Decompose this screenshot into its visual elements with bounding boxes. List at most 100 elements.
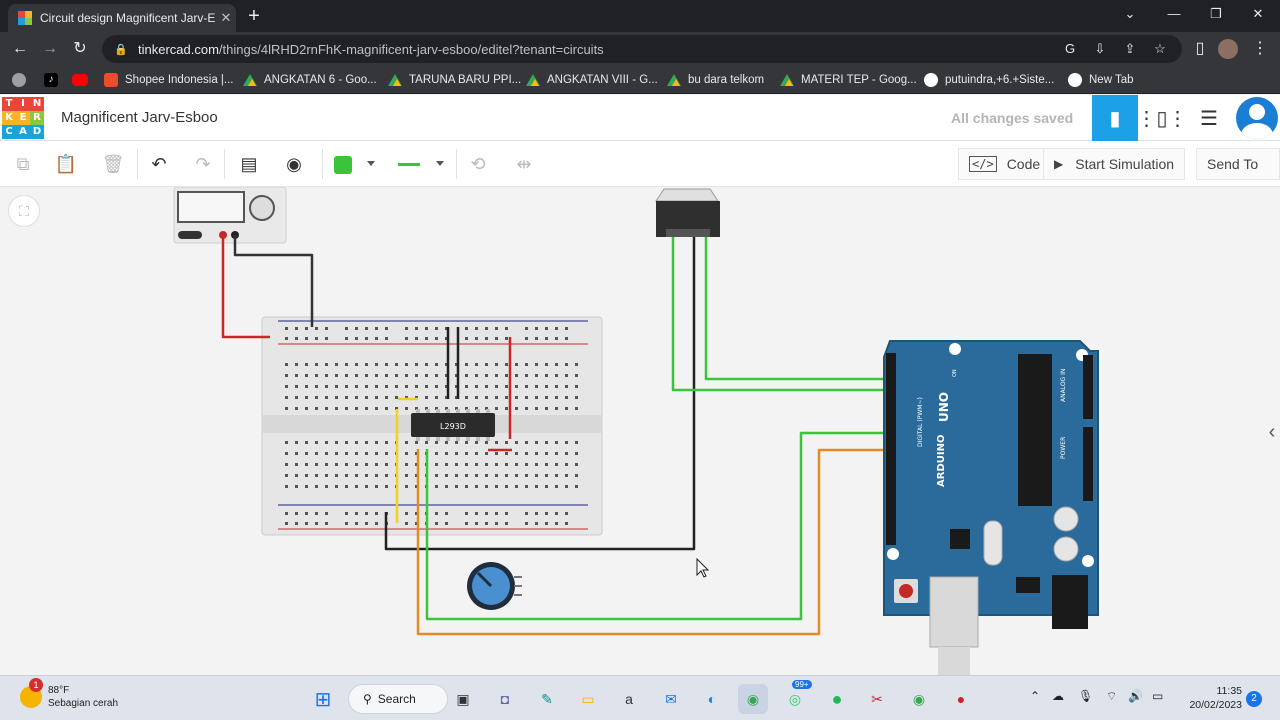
tab-close-icon[interactable]: ✕ [220, 10, 232, 25]
component-list-button[interactable]: ☰ [1186, 95, 1232, 141]
wire-type-dropdown-caret-icon[interactable] [436, 161, 444, 166]
notes-visibility-icon[interactable]: ◉ [286, 153, 302, 174]
wire-type-swatch[interactable] [398, 163, 420, 166]
mail-icon[interactable]: ✉ [665, 690, 677, 707]
bookmark-label: TARUNA BARU PPI... [409, 74, 522, 86]
bookmark-youtube[interactable] [72, 71, 95, 89]
volume-icon[interactable]: 🔊 [1128, 689, 1143, 703]
arduino-on-label: ON [952, 369, 958, 377]
install-app-icon[interactable]: ⇩ [1094, 41, 1106, 56]
wire-color-swatch[interactable] [334, 156, 352, 174]
undo-icon[interactable]: ↶ [151, 153, 167, 174]
wires[interactable] [221, 190, 893, 636]
color-dropdown-caret-icon[interactable] [367, 161, 375, 166]
browser-tab-strip: Circuit design Magnificent Jarv-E ✕ + ⌄ … [0, 0, 1280, 32]
green-wire-2 [704, 231, 893, 381]
bookmark-item[interactable]: TARUNA BARU PPI... [388, 71, 521, 89]
back-arrow-icon[interactable]: ← [12, 40, 28, 57]
bookmark-item[interactable]: New Tab [1068, 71, 1134, 89]
save-status: All changes saved [951, 110, 1074, 126]
notification-badge[interactable]: 2 [1246, 691, 1262, 707]
start-simulation-button[interactable]: ▶ Start Simulation [1043, 148, 1186, 180]
zoom-fit-icon[interactable]: ⛶ [8, 195, 40, 227]
recorder-icon[interactable]: ● [956, 691, 966, 707]
potentiometer[interactable] [467, 562, 522, 610]
arduino-uno[interactable]: ARDUINO UNO DIGITAL (PWM~) ANALOG IN POW… [883, 340, 1099, 675]
paste-icon[interactable]: 📋 [54, 153, 78, 174]
shopee-icon [104, 73, 118, 87]
send-to-button[interactable]: Send To [1196, 148, 1280, 180]
arduino-analog-label: ANALOG IN [1060, 369, 1067, 402]
windows-start-icon[interactable]: ⊞ [314, 688, 332, 711]
amazon-icon[interactable]: a [625, 691, 633, 707]
project-title[interactable]: Magnificent Jarv-Esboo [61, 109, 218, 126]
google-drive-icon [526, 74, 540, 86]
circuit-drawing: L293D [173, 187, 1099, 675]
bookmark-tiktok[interactable]: ♪ [44, 71, 65, 89]
bookmark-chrome-apps[interactable] [12, 71, 33, 89]
bookmark-item[interactable]: bu dara telkom [667, 71, 764, 89]
task-view-icon[interactable]: ▣ [456, 690, 470, 707]
browser-tab-active[interactable]: Circuit design Magnificent Jarv-E ✕ [8, 4, 236, 32]
browser-navbar: ← → ↻ 🔒 tinkercad.com/things/4lRHD2rnFhK… [0, 32, 1280, 66]
tab-search-chevron-icon[interactable]: ⌄ [1124, 6, 1136, 21]
teams-chat-icon[interactable]: ◘ [500, 691, 510, 707]
dc-motor-connector[interactable] [655, 188, 720, 237]
power-supply[interactable] [173, 187, 287, 244]
copy-icon[interactable]: ⧉ [16, 153, 30, 174]
window-close-icon[interactable]: ✕ [1252, 6, 1264, 21]
flip-icon[interactable]: ⇹ [516, 153, 532, 174]
bookmark-star-icon[interactable]: ☆ [1154, 41, 1166, 56]
onedrive-cloud-icon[interactable]: ☁ [1052, 689, 1064, 703]
maximize-icon[interactable]: ❐ [1210, 6, 1222, 21]
bookmark-label: putuindra,+6.+Siste... [945, 74, 1055, 86]
bookmark-item[interactable]: MATERI TEP - Goog... [780, 71, 917, 89]
trash-icon[interactable]: 🗑 [101, 153, 125, 174]
profile-avatar[interactable] [1218, 39, 1238, 59]
taskbar-search[interactable]: ⚲Search [348, 684, 448, 714]
bookmark-item[interactable]: putuindra,+6.+Siste... [924, 71, 1054, 89]
chrome-profile-icon[interactable]: ◉ [912, 690, 926, 707]
tinkercad-logo[interactable]: T I N K E R C A D [2, 97, 44, 139]
code-button[interactable]: </> Code [958, 148, 1052, 180]
share-icon[interactable]: ⇪ [1124, 41, 1136, 56]
lock-icon: 🔒 [114, 43, 128, 56]
browser-menu-icon[interactable]: ⋮ [1252, 40, 1268, 57]
file-explorer-icon[interactable]: ▭ [581, 690, 595, 707]
edge-browser-icon[interactable]: ◐ [707, 691, 717, 707]
bookmark-item[interactable]: ANGKATAN VIII - G... [526, 71, 658, 89]
draw-app-icon[interactable]: ✎ [541, 690, 553, 707]
wifi-icon[interactable]: ⌔ [1106, 689, 1118, 703]
bookmark-item[interactable]: Shopee Indonesia |... [104, 71, 234, 89]
bookmark-label: bu dara telkom [688, 74, 765, 86]
notes-icon[interactable]: ▤ [240, 153, 258, 174]
whatsapp-icon[interactable]: ◎99+ [780, 680, 812, 714]
minimize-icon[interactable]: — [1167, 6, 1181, 21]
panel-expand-chevron-icon[interactable]: ‹ [1268, 421, 1276, 443]
forward-arrow-icon[interactable]: → [42, 40, 58, 57]
google-lens-icon[interactable]: G [1064, 41, 1076, 56]
battery-icon[interactable]: ▭ [1152, 689, 1164, 703]
code-icon: </> [969, 156, 997, 172]
new-tab-button[interactable]: + [248, 5, 260, 27]
tray-chevron-icon[interactable]: ⌃ [1030, 689, 1041, 703]
schematic-view-button[interactable]: ⋮▯⋮ [1137, 95, 1188, 141]
bookmark-item[interactable]: ANGKATAN 6 - Goo... [243, 71, 377, 89]
globe-icon [924, 73, 938, 87]
redo-icon[interactable]: ↷ [195, 153, 211, 174]
address-bar[interactable]: 🔒 tinkercad.com/things/4lRHD2rnFhK-magni… [102, 35, 1182, 63]
chrome-browser-icon[interactable]: ◉ [738, 684, 768, 714]
rotate-icon[interactable]: ⟲ [470, 153, 486, 174]
reload-icon[interactable]: ↻ [73, 40, 87, 57]
circuit-view-button[interactable]: ▮ [1092, 95, 1138, 141]
snipping-tool-icon[interactable]: ✂ [871, 690, 883, 707]
sidepanel-icon[interactable]: ▯ [1195, 40, 1205, 57]
circuit-canvas[interactable]: ⛶ ‹ [0, 187, 1280, 675]
l293d-chip[interactable]: L293D [411, 409, 495, 441]
spotify-icon[interactable]: ● [831, 688, 843, 709]
send-label: Send To [1207, 156, 1259, 172]
microphone-icon[interactable]: 🎙 [1078, 689, 1094, 703]
user-avatar[interactable] [1236, 97, 1278, 139]
